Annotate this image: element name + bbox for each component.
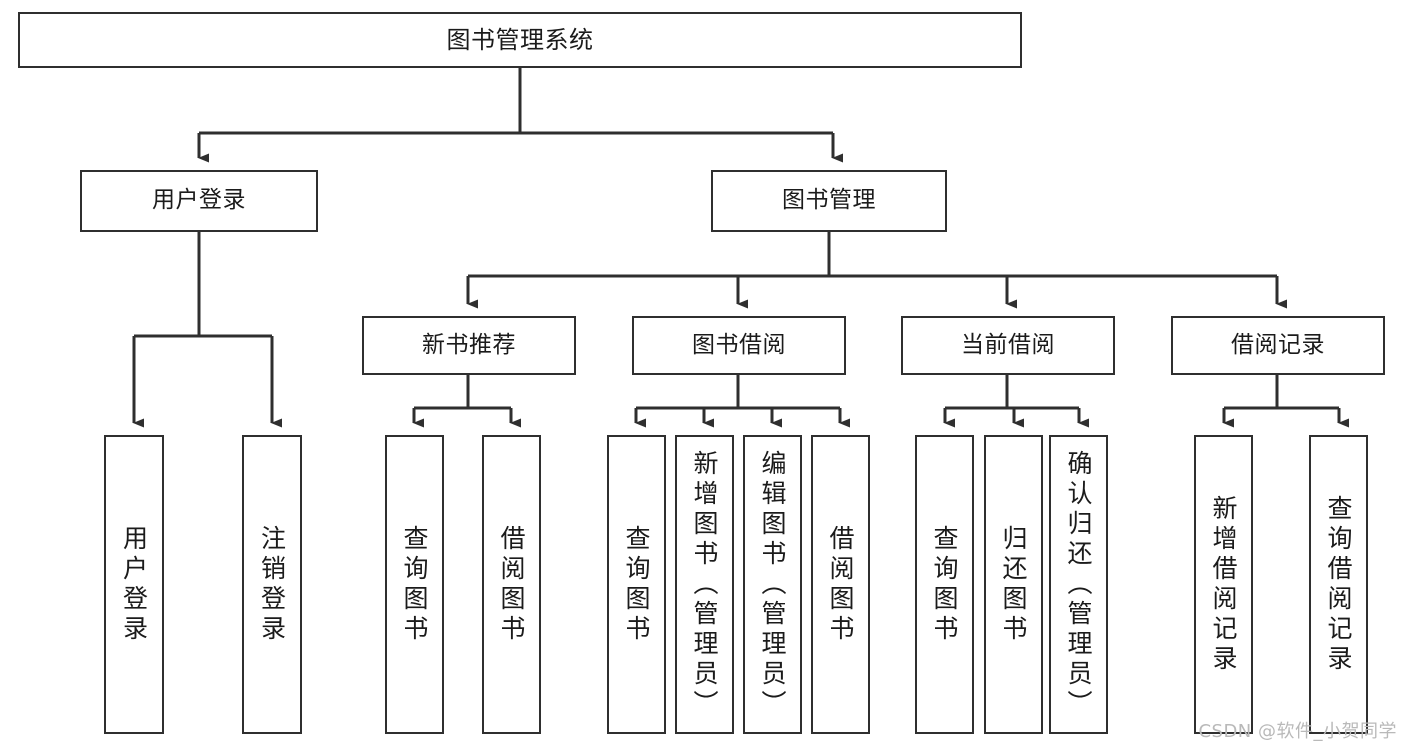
node-current-borrow[interactable]: 当前借阅 [901, 316, 1115, 375]
leaf-book-borrow-add[interactable]: 新增图书（管理员） [675, 435, 734, 734]
leaf-new-book-query[interactable]: 查询图书 [385, 435, 444, 734]
node-label: 查询图书 [400, 524, 429, 645]
leaf-user-login-login[interactable]: 用户登录 [104, 435, 164, 734]
node-label: 借阅图书 [826, 524, 855, 645]
node-label: 新增借阅记录 [1209, 494, 1238, 675]
leaf-borrow-record-add[interactable]: 新增借阅记录 [1194, 435, 1253, 734]
leaf-borrow-record-query[interactable]: 查询借阅记录 [1309, 435, 1368, 734]
node-label: 查询图书 [622, 524, 651, 645]
leaf-current-borrow-return[interactable]: 归还图书 [984, 435, 1043, 734]
node-label: 注销登录 [257, 524, 287, 645]
node-label: 图书管理 [782, 187, 876, 214]
leaf-book-borrow-query[interactable]: 查询图书 [607, 435, 666, 734]
node-book-management[interactable]: 图书管理 [711, 170, 947, 232]
node-book-borrow[interactable]: 图书借阅 [632, 316, 846, 375]
node-root-system[interactable]: 图书管理系统 [18, 12, 1022, 68]
node-label: 当前借阅 [961, 331, 1055, 358]
node-label: 查询图书 [930, 524, 959, 645]
node-label: 确认归还（管理员） [1064, 449, 1093, 720]
csdn-watermark: CSDN @软件_小贺同学 [1198, 721, 1397, 742]
node-label: 借阅记录 [1231, 331, 1325, 358]
leaf-current-borrow-confirm-return[interactable]: 确认归还（管理员） [1049, 435, 1108, 734]
node-label: 编辑图书（管理员） [758, 449, 787, 720]
node-label: 图书管理系统 [446, 25, 594, 54]
leaf-book-borrow-edit[interactable]: 编辑图书（管理员） [743, 435, 802, 734]
leaf-user-login-logout[interactable]: 注销登录 [242, 435, 302, 734]
node-label: 新书推荐 [422, 331, 516, 358]
node-label: 新增图书（管理员） [690, 449, 719, 720]
node-label: 归还图书 [999, 524, 1028, 645]
node-label: 用户登录 [119, 524, 149, 645]
node-borrow-record[interactable]: 借阅记录 [1171, 316, 1385, 375]
node-user-login[interactable]: 用户登录 [80, 170, 318, 232]
node-label: 图书借阅 [692, 331, 786, 358]
leaf-book-borrow-borrow[interactable]: 借阅图书 [811, 435, 870, 734]
leaf-new-book-borrow[interactable]: 借阅图书 [482, 435, 541, 734]
node-new-book-recommend[interactable]: 新书推荐 [362, 316, 576, 375]
node-label: 用户登录 [152, 187, 246, 214]
node-label: 查询借阅记录 [1324, 494, 1353, 675]
node-label: 借阅图书 [497, 524, 526, 645]
leaf-current-borrow-query[interactable]: 查询图书 [915, 435, 974, 734]
